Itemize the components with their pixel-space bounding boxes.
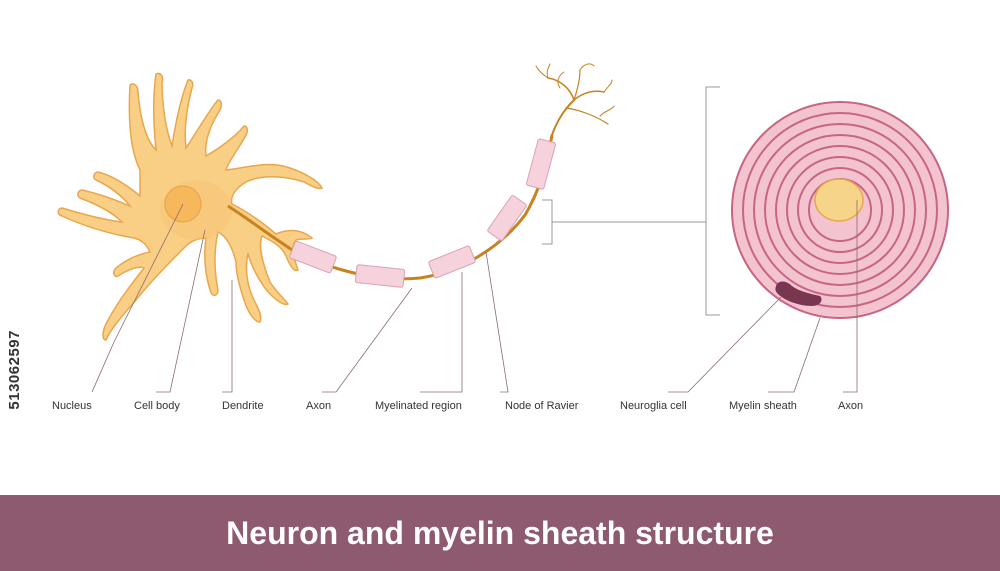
myelin-cross-section (731, 101, 949, 319)
neuroglia-cell-shape (775, 281, 822, 306)
axon-terminal (535, 63, 615, 136)
axon-core (814, 178, 864, 222)
label-dendrite: Dendrite (222, 400, 264, 412)
label-node-of-ravier: Node of Ravier (505, 400, 579, 412)
leader-lines (91, 200, 858, 393)
neuron-diagram: Nucleus Cell body Dendrite Axon Myelinat… (52, 63, 949, 412)
label-nucleus: Nucleus (52, 400, 92, 412)
label-axon-cross-section: Axon (838, 400, 863, 412)
label-cell-body: Cell body (134, 400, 180, 412)
myelin-segment (526, 138, 556, 190)
axon (227, 134, 556, 288)
axon-fiber (227, 134, 554, 281)
banner-title: Neuron and myelin sheath structure (226, 514, 774, 551)
label-axon: Axon (306, 400, 331, 412)
myelin-segment (354, 264, 406, 288)
stock-id: 513062597 (6, 330, 23, 410)
myelin-segment (289, 240, 337, 274)
zoom-callout (542, 86, 720, 316)
title-banner: Neuron and myelin sheath structure (0, 495, 1000, 571)
label-myelin-sheath: Myelin sheath (729, 400, 797, 412)
myelin-segment (428, 245, 476, 279)
label-neuroglia-cell: Neuroglia cell (620, 400, 687, 412)
label-myelinated-region: Myelinated region (375, 400, 462, 412)
neuron-cell (57, 72, 324, 341)
myelin-segment (487, 195, 527, 241)
